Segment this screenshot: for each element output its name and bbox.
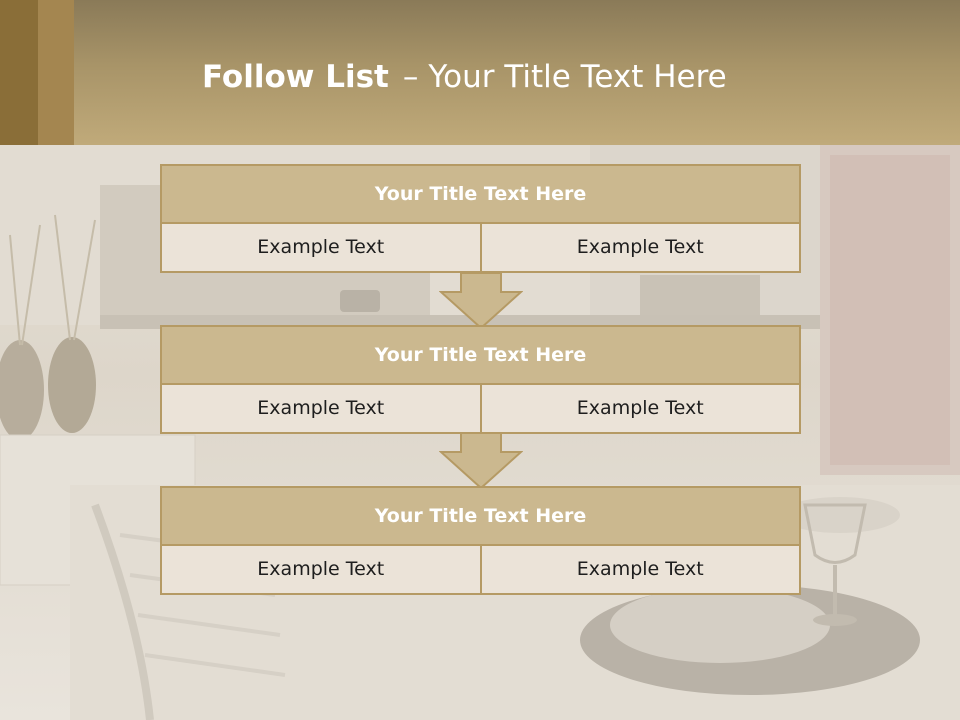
flow-step-1-right-text: Example Text — [479, 224, 800, 271]
flow-step-2-row: Example Text Example Text — [162, 385, 799, 432]
header-band: Follow List–Your Title Text Here — [0, 0, 960, 145]
header-accent-dark — [0, 0, 38, 145]
flow-step-1: Your Title Text Here Example Text Exampl… — [160, 164, 801, 273]
down-arrow-icon — [439, 432, 523, 490]
slide-title-bold: Follow List — [202, 59, 389, 95]
flow-step-1-left-text: Example Text — [257, 236, 385, 258]
slide-title-rest: Your Title Text Here — [428, 59, 727, 95]
flow-step-3-title: Your Title Text Here — [162, 488, 799, 546]
flow-step-3-row: Example Text Example Text — [162, 546, 799, 593]
slide-title-separator: – — [402, 59, 419, 95]
flow-step-2-right-text: Example Text — [479, 385, 800, 432]
flow-step-3-right-text: Example Text — [479, 546, 800, 593]
flow-step-3: Your Title Text Here Example Text Exampl… — [160, 486, 801, 595]
header-accent-light — [38, 0, 74, 145]
flow-step-3-left-text: Example Text — [257, 558, 385, 580]
down-arrow-icon — [439, 272, 523, 330]
slide-title: Follow List–Your Title Text Here — [202, 54, 727, 100]
flow-step-1-row: Example Text Example Text — [162, 224, 799, 271]
flow-step-1-title: Your Title Text Here — [162, 166, 799, 224]
flow-step-2: Your Title Text Here Example Text Exampl… — [160, 325, 801, 434]
flow-step-2-title: Your Title Text Here — [162, 327, 799, 385]
flow-step-2-left-text: Example Text — [257, 397, 385, 419]
